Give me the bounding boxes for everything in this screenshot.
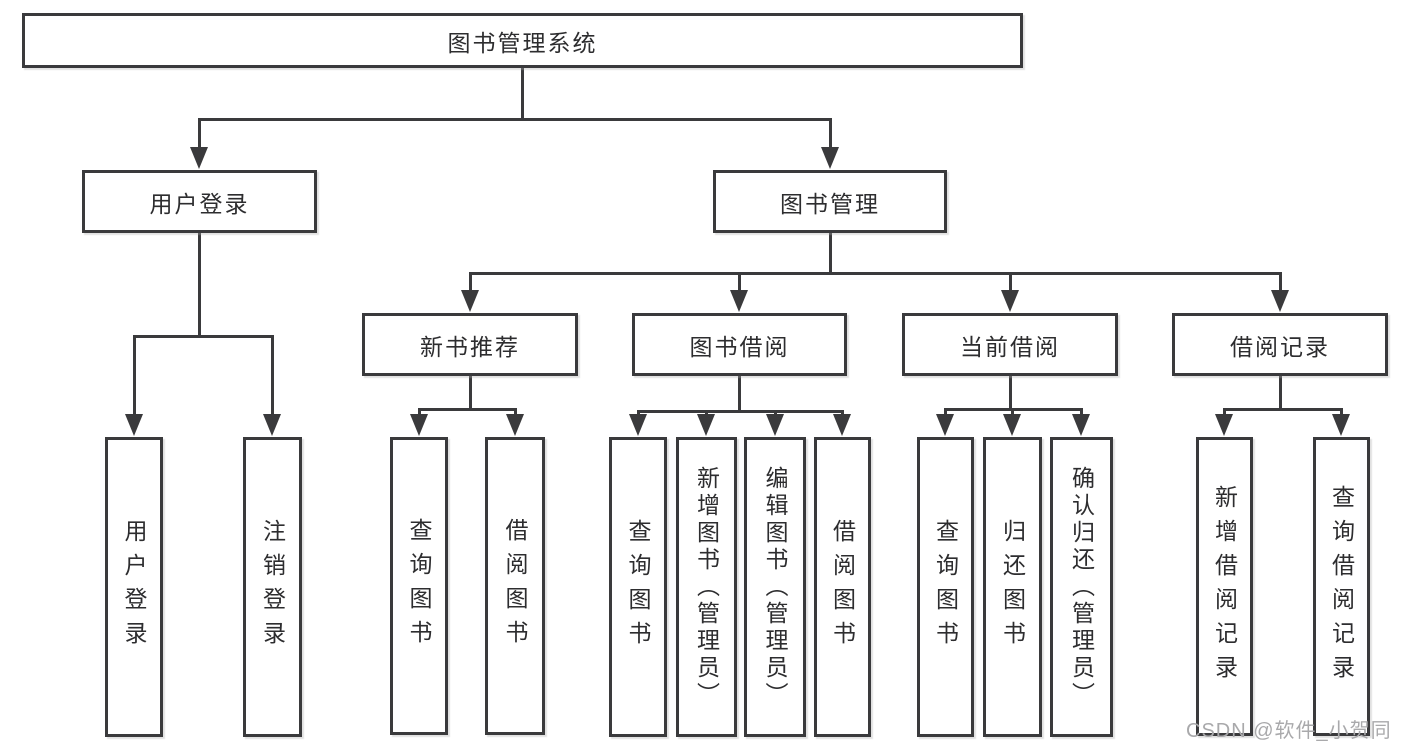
connector-bar bbox=[1222, 408, 1343, 411]
connector-stem bbox=[197, 233, 201, 338]
node-leaf-logout: 注销登录 bbox=[243, 437, 302, 737]
node-root-library-system: 图书管理系统 bbox=[22, 13, 1023, 68]
arrow-down-icon bbox=[697, 414, 715, 436]
connector-drop bbox=[513, 408, 517, 418]
node-leaf-edit-book-admin: 编辑图书（管理员） bbox=[744, 437, 806, 737]
node-leaf-query-book-2: 查询图书 bbox=[609, 437, 667, 737]
node-leaf-query-borrow-record: 查询借阅记录 bbox=[1313, 437, 1370, 736]
connector-stem bbox=[737, 376, 741, 413]
arrow-down-icon bbox=[506, 414, 524, 436]
connector-stem bbox=[520, 68, 524, 121]
connector-drop bbox=[417, 408, 421, 418]
arrow-down-icon bbox=[1001, 290, 1019, 312]
node-leaf-confirm-return: 确认归还（管理员） bbox=[1050, 437, 1113, 737]
connector-stem bbox=[468, 376, 472, 411]
watermark: CSDN @软件_小贺同学 bbox=[1186, 720, 1392, 742]
arrow-down-icon bbox=[821, 147, 839, 169]
connector-stem bbox=[1278, 376, 1282, 411]
node-current-borrowing: 当前借阅 bbox=[902, 313, 1118, 376]
node-leaf-add-borrow-record: 新增借阅记录 bbox=[1196, 437, 1253, 736]
connector-bar bbox=[132, 335, 274, 338]
connector-bar bbox=[468, 272, 1282, 275]
node-user-login-branch: 用户登录 bbox=[82, 170, 317, 233]
connector-drop bbox=[197, 118, 201, 151]
arrow-down-icon bbox=[1215, 414, 1233, 436]
connector-drop bbox=[270, 335, 274, 418]
node-leaf-query-book-3: 查询图书 bbox=[917, 437, 974, 737]
arrow-down-icon bbox=[730, 290, 748, 312]
arrow-down-icon bbox=[1072, 414, 1090, 436]
node-leaf-borrow-book-1: 借阅图书 bbox=[485, 437, 545, 735]
node-book-borrowing: 图书借阅 bbox=[632, 313, 847, 376]
node-new-book-recommend: 新书推荐 bbox=[362, 313, 578, 376]
connector-drop bbox=[737, 272, 741, 294]
connector-drop bbox=[1339, 408, 1343, 418]
connector-bar bbox=[417, 408, 517, 411]
connector-drop bbox=[1010, 408, 1014, 418]
connector-bar bbox=[197, 118, 832, 121]
arrow-down-icon bbox=[190, 147, 208, 169]
node-book-management-branch: 图书管理 bbox=[713, 170, 947, 233]
arrow-down-icon bbox=[833, 414, 851, 436]
connector-bar bbox=[636, 410, 844, 413]
arrow-down-icon bbox=[766, 414, 784, 436]
connector-drop bbox=[828, 118, 832, 151]
arrow-down-icon bbox=[125, 414, 143, 436]
node-leaf-query-book-1: 查询图书 bbox=[390, 437, 448, 735]
node-leaf-return-book: 归还图书 bbox=[983, 437, 1042, 737]
arrow-down-icon bbox=[461, 290, 479, 312]
node-leaf-user-login: 用户登录 bbox=[105, 437, 163, 737]
node-borrowing-records: 借阅记录 bbox=[1172, 313, 1388, 376]
arrow-down-icon bbox=[263, 414, 281, 436]
arrow-down-icon bbox=[1003, 414, 1021, 436]
connector-drop bbox=[132, 335, 136, 418]
connector-stem bbox=[1008, 376, 1012, 411]
node-leaf-borrow-book-2: 借阅图书 bbox=[814, 437, 871, 737]
connector-drop bbox=[1079, 408, 1083, 418]
node-leaf-add-book-admin: 新增图书（管理员） bbox=[676, 437, 737, 737]
connector-drop bbox=[1008, 272, 1012, 294]
arrow-down-icon bbox=[1271, 290, 1289, 312]
arrow-down-icon bbox=[410, 414, 428, 436]
connector-drop bbox=[1278, 272, 1282, 294]
arrow-down-icon bbox=[936, 414, 954, 436]
connector-drop bbox=[468, 272, 472, 294]
arrow-down-icon bbox=[1332, 414, 1350, 436]
connector-drop bbox=[1222, 408, 1226, 418]
connector-drop bbox=[943, 408, 947, 418]
connector-stem bbox=[828, 233, 832, 275]
arrow-down-icon bbox=[629, 414, 647, 436]
